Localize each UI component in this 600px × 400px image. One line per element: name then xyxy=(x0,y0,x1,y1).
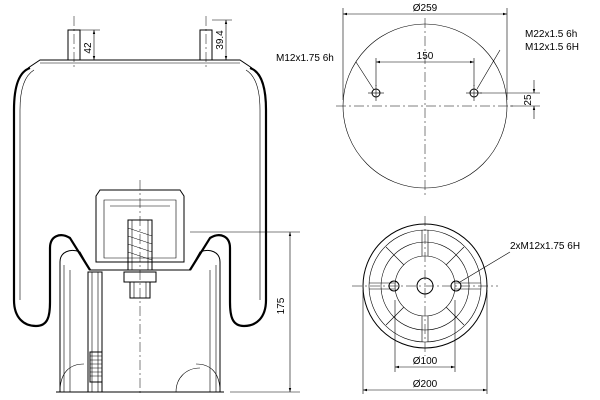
left-thread-label: M12x1.75 6h xyxy=(276,53,334,64)
bottom-hole-left xyxy=(388,280,400,292)
inner-diameter-label: Ø100 xyxy=(413,356,438,367)
top-hole-right xyxy=(466,85,482,101)
bottom-view: 2xM12x1.75 6H Ø100 Ø200 xyxy=(352,216,580,394)
overall-height-label: 175 xyxy=(276,297,287,314)
top-stud-right xyxy=(199,16,213,70)
right-thread-label-2: M12x1.5 6H xyxy=(525,42,579,53)
front-section-view: 42 39.4 xyxy=(12,16,300,396)
stud-height-left-label: 42 xyxy=(83,42,94,54)
top-stud-left xyxy=(67,16,81,70)
piston xyxy=(56,249,224,393)
top-diameter-label: Ø259 xyxy=(413,3,438,14)
bottom-hole-right xyxy=(450,280,462,292)
stud-height-right-label: 39.4 xyxy=(215,30,226,50)
bump-stop xyxy=(95,189,185,299)
thread-insert-hatch xyxy=(90,355,102,377)
hole-spacing-label: 150 xyxy=(417,51,434,62)
outer-diameter-label: Ø200 xyxy=(413,379,438,390)
top-view: Ø259 150 25 M12x1.75 6h M22x1.5 6h M12x1… xyxy=(276,3,579,196)
right-thread-label-1: M22x1.5 6h xyxy=(525,29,577,40)
bottom-thread-callout: 2xM12x1.75 6H xyxy=(510,241,580,252)
offset-label: 25 xyxy=(523,94,534,106)
top-hole-left xyxy=(368,85,384,101)
